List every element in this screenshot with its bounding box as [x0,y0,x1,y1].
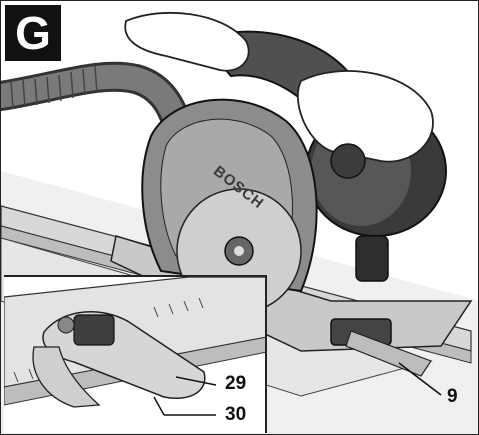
detail-inset [4,275,267,433]
callout-29: 29 [225,373,247,394]
guide-detail-illustration [4,277,265,433]
figure-badge: G [5,5,61,61]
callout-9: 9 [447,386,458,407]
callout-30: 30 [225,404,247,425]
